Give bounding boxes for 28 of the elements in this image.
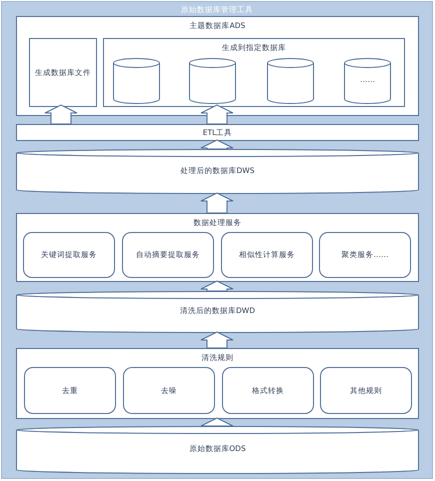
- database-band: [16, 291, 419, 333]
- block-arrow: [200, 331, 234, 348]
- database-cylinder: [344, 58, 391, 104]
- database-cylinder: [267, 58, 314, 104]
- block-arrow: [200, 139, 234, 150]
- layer-box: [16, 213, 419, 282]
- layer-box: [16, 348, 419, 419]
- block-arrow: [200, 280, 234, 292]
- rounded-box: [23, 232, 115, 278]
- rounded-box: [123, 367, 215, 414]
- layer-box: [103, 38, 405, 107]
- database-band: [16, 149, 419, 194]
- database-cylinder: [113, 58, 160, 104]
- rounded-box: [122, 232, 214, 278]
- block-arrow: [200, 104, 234, 124]
- layer-box: [16, 16, 419, 116]
- rounded-box: [320, 367, 412, 414]
- database-cylinder: [189, 58, 236, 104]
- rounded-box: [222, 367, 314, 414]
- rounded-box: [319, 232, 411, 278]
- layer-box: [16, 124, 419, 141]
- database-band: [16, 426, 419, 474]
- rounded-box: [24, 367, 116, 414]
- block-arrow: [44, 104, 78, 124]
- layer-box: [29, 38, 97, 107]
- block-arrow: [200, 192, 234, 214]
- rounded-box: [221, 232, 313, 278]
- block-arrow: [200, 417, 234, 426]
